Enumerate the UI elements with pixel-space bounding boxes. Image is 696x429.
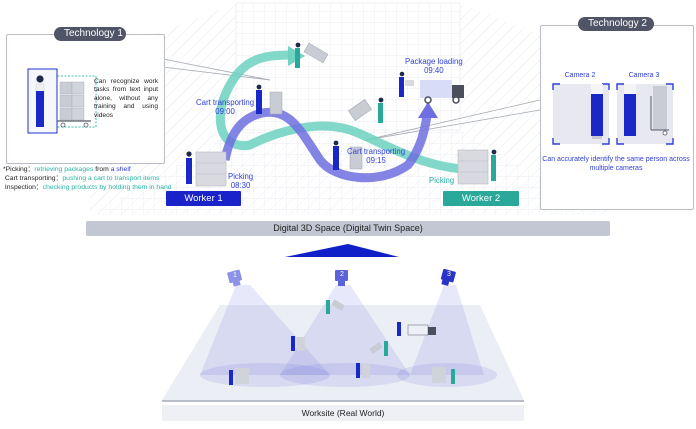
camera-2-icon xyxy=(335,270,348,286)
camera2-cone xyxy=(280,285,410,375)
event-label: Cart transporting xyxy=(347,147,406,156)
technology-1-panel xyxy=(6,34,165,164)
event-time: 09:40 xyxy=(424,66,444,75)
callout-line-tech2b xyxy=(365,109,541,141)
event-picking-worker1: Picking 08:30 xyxy=(228,172,253,190)
event-time: 09:00 xyxy=(215,107,235,116)
event-cart-transport-0900: Cart transporting 09:00 xyxy=(196,98,254,116)
camera-1-number: 1 xyxy=(233,272,237,279)
camera-3-icon xyxy=(440,268,456,286)
legend-inspection: Inspection：checking products by holding … xyxy=(4,184,172,191)
figure-worker1-cart-0900 xyxy=(256,84,283,115)
technology-1-illustration xyxy=(27,68,97,134)
figure-worker2-cart-top xyxy=(295,42,329,68)
up-arrow xyxy=(285,244,399,257)
event-picking-worker2: Picking xyxy=(429,176,455,185)
camera-2-view xyxy=(552,83,610,145)
worksite-title: Worksite (Real World) xyxy=(162,405,524,421)
technology-2-panel xyxy=(540,25,694,210)
callout-line-tech1 xyxy=(162,58,271,81)
callout-line-tech1b xyxy=(162,66,271,81)
figure-worker1-loading xyxy=(399,71,414,97)
technology-1-title: Technology 1 xyxy=(54,27,126,41)
callout-line-tech2 xyxy=(365,99,541,141)
worker2-path xyxy=(215,50,481,175)
camera-1-icon xyxy=(227,269,243,287)
worker-1-badge: Worker 1 xyxy=(166,191,241,206)
event-label: Package loading xyxy=(405,57,463,66)
camera-2-number: 2 xyxy=(340,271,344,278)
task-legend: *Picking：retrieving packages from a shel… xyxy=(3,165,172,192)
figure-worker1-cart-0915 xyxy=(333,140,363,170)
figure-worker1-picking xyxy=(186,151,227,187)
legend-cart-transporting: Cart transporting：pushing a cart to tran… xyxy=(4,175,160,182)
event-time: 08:30 xyxy=(230,181,251,190)
technology-2-title: Technology 2 xyxy=(578,17,654,31)
worksite-floor xyxy=(162,285,524,402)
object-detection-box xyxy=(53,75,97,128)
figure-worker2-handtruck xyxy=(348,97,384,123)
digital-space-title: Digital 3D Space (Digital Twin Space) xyxy=(86,221,610,236)
event-cart-transport-0915: Cart transporting 09:15 xyxy=(347,147,405,165)
technology-1-description: Can recognize work tasks from text input… xyxy=(94,78,158,119)
technology-2-description: Can accurately identify the same person … xyxy=(542,156,690,172)
truck-icon xyxy=(420,80,464,104)
camera3-cone xyxy=(410,285,484,375)
figure-worker2-picking xyxy=(457,149,497,185)
camera-3-view xyxy=(616,83,674,145)
camera-3-number: 3 xyxy=(447,271,451,278)
event-time: 09:15 xyxy=(366,156,386,165)
worker-2-badge: Worker 2 xyxy=(443,191,519,206)
legend-picking: *Picking：retrieving packages from a shel… xyxy=(3,166,131,173)
worker1-path xyxy=(220,107,432,183)
event-label: Cart transporting xyxy=(196,98,255,107)
technology-2-illustration xyxy=(552,83,674,145)
camera-2-label: Camera 2 xyxy=(564,72,596,79)
camera1-cone xyxy=(200,285,330,375)
camera-3-label: Camera 3 xyxy=(628,72,660,79)
worker1-path-arrowhead xyxy=(418,102,438,118)
event-label: Picking xyxy=(228,172,254,181)
event-package-loading: Package loading 09:40 xyxy=(405,57,463,75)
